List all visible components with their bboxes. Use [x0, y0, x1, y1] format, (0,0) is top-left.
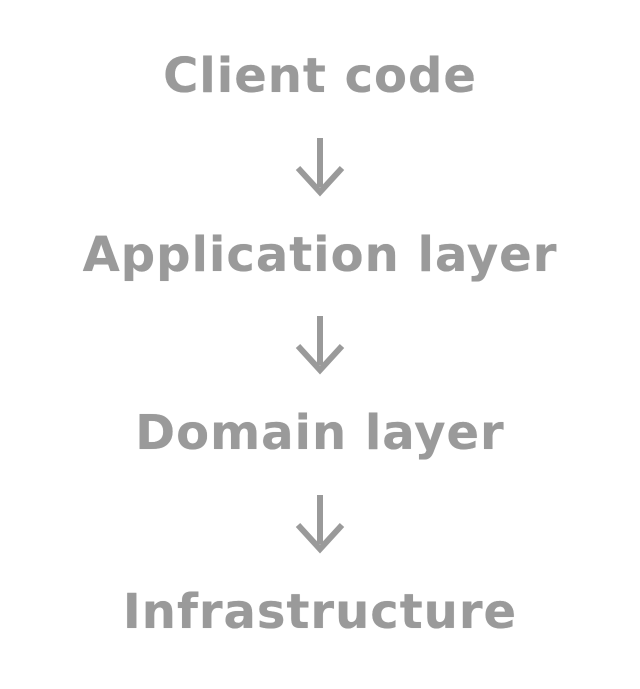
layer-label-infrastructure: Infrastructure	[122, 584, 518, 641]
layer-label-client-code: Client code	[163, 47, 477, 104]
down-arrow-icon	[291, 492, 349, 554]
layer-label-application-layer: Application layer	[82, 226, 558, 283]
down-arrow-icon	[291, 313, 349, 375]
down-arrow-icon	[291, 135, 349, 197]
layer-label-domain-layer: Domain layer	[135, 405, 505, 462]
